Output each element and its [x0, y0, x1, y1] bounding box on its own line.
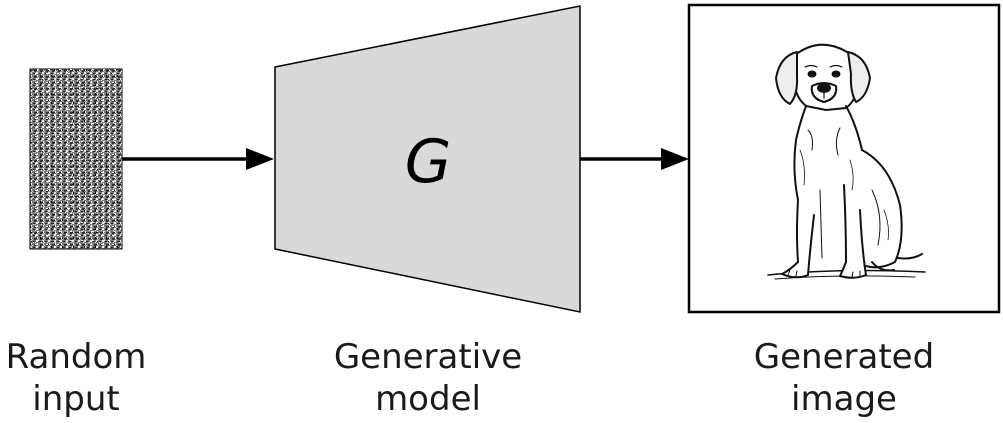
generated-image-label-line1: Generated — [753, 337, 935, 377]
generated-image-label-line2: image — [791, 379, 897, 419]
generative-model-label-line1: Generative — [333, 337, 523, 377]
arrow-generator-to-output — [580, 148, 689, 170]
random-input-noise-image — [29, 68, 123, 250]
arrow-input-to-generator — [122, 148, 274, 170]
random-input-label-line2: input — [32, 379, 120, 419]
random-input-label-line1: Random — [5, 337, 147, 377]
generator-trapezoid: G — [274, 5, 581, 313]
generative-model-caption: Generative model — [318, 336, 538, 420]
generator-symbol: G — [405, 127, 452, 197]
random-input-caption: Random input — [0, 336, 152, 420]
generated-image-caption: Generated image — [734, 336, 954, 420]
dog-sketch-icon — [767, 43, 926, 280]
generative-model-label-line2: model — [375, 379, 481, 419]
